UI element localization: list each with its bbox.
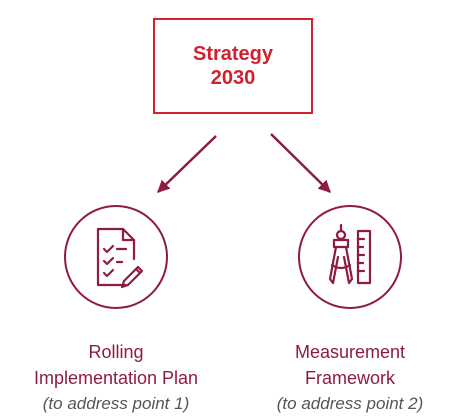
- measurement-label-line2: Framework: [304, 368, 395, 388]
- compass-ruler-icon: [328, 223, 372, 285]
- measurement-label-note: (to address point 2): [276, 394, 424, 413]
- strategy-year: 2030: [210, 67, 256, 89]
- rolling-label-line2: Implementation Plan: [33, 368, 199, 388]
- rolling-label-line1: Rolling: [88, 342, 144, 362]
- checklist-icon-circle: [64, 205, 168, 309]
- rolling-label-note: (to address point 1): [42, 394, 190, 413]
- compass-icon-circle: [298, 205, 402, 309]
- strategy-title: Strategy: [192, 43, 274, 65]
- strategy-box: Strategy 2030: [153, 18, 313, 114]
- measurement-label-line1: Measurement: [294, 342, 406, 362]
- arrow-left: [157, 135, 217, 193]
- checklist-pencil-icon: [96, 227, 144, 289]
- arrow-right: [270, 133, 331, 193]
- measurement-framework-label: Measurement Framework (to address point …: [250, 339, 450, 417]
- rolling-plan-label: Rolling Implementation Plan (to address …: [16, 339, 216, 417]
